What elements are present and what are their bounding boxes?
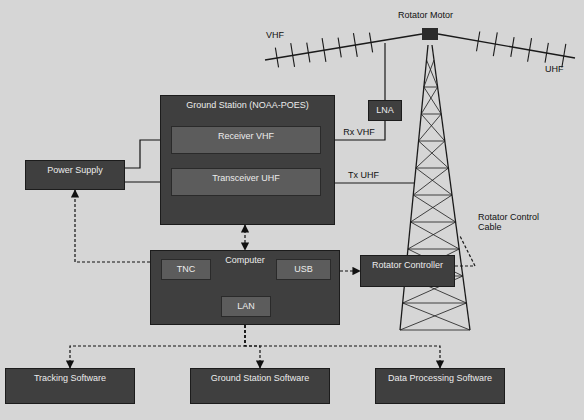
connector (245, 325, 260, 368)
connector (245, 325, 440, 368)
rotator-control-cable (455, 236, 475, 266)
component-box: Receiver VHF (171, 126, 321, 154)
unit-box: Tracking Software (5, 368, 135, 404)
tx-feed-line (322, 182, 414, 183)
edge-label: Rx VHF (341, 127, 377, 138)
component-box: LAN (221, 296, 271, 317)
box-text: Transceiver UHF (176, 173, 316, 184)
box-text: TNC (166, 264, 206, 275)
box-text: LNA (373, 105, 397, 116)
component-box: Transceiver UHF (171, 168, 321, 196)
connector (70, 325, 245, 368)
unit-box: Ground Station (NOAA-POES) Receiver VHF Tr… (160, 95, 335, 225)
unit-box: ComputerTNCUSBLAN (150, 250, 340, 325)
component-box: TNC (161, 259, 211, 280)
connector (340, 270, 360, 271)
connector (75, 190, 150, 262)
box-text: Ground Station (NOAA-POES) (165, 100, 330, 111)
annotation-label: Tx UHF (348, 170, 379, 180)
antenna-tower (400, 45, 470, 330)
box-text: Rotator Controller (365, 260, 450, 271)
unit-box: Data Processing Software (375, 368, 505, 404)
unit-box: Ground Station Software (190, 368, 330, 404)
box-text: LAN (226, 301, 266, 312)
box-text: Ground Station Software (195, 373, 325, 384)
box-text: Power Supply (30, 165, 120, 176)
antenna-feed-line (384, 43, 385, 100)
component-box: USB (276, 259, 331, 280)
yagi-antennas (265, 31, 575, 67)
box-text: Data Processing Software (380, 373, 500, 384)
annotation-label: VHF (266, 30, 284, 40)
annotation-label: Rotator Control Cable (478, 212, 558, 233)
annotation-label: Rotator Motor (398, 10, 453, 20)
rotator-motor-symbol (422, 28, 438, 40)
connector (244, 225, 245, 250)
unit-box: LNA (368, 100, 402, 121)
box-text: USB (281, 264, 326, 275)
unit-box: Power Supply (25, 160, 125, 190)
box-text: Receiver VHF (176, 131, 316, 142)
box-text: Tracking Software (10, 373, 130, 384)
annotation-label: UHF (545, 64, 564, 74)
unit-box: Rotator Controller (360, 255, 455, 287)
